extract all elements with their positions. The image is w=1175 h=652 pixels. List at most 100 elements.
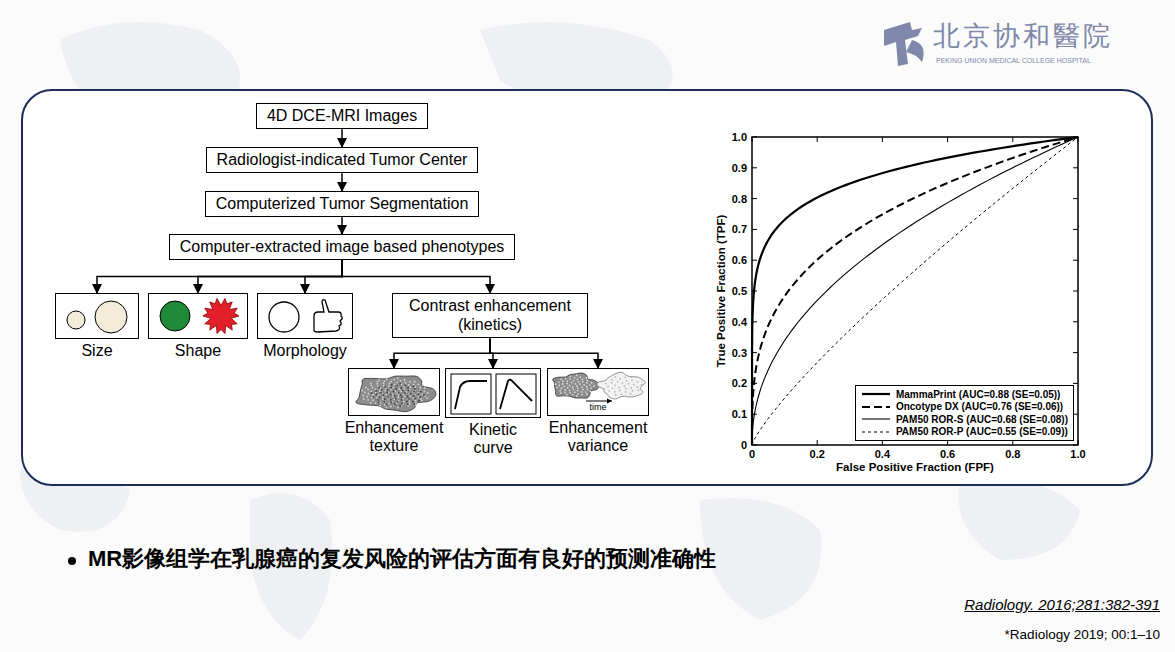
feature-icon-box: Enhancement texture xyxy=(340,368,448,456)
tick-label: 0.8 xyxy=(732,192,747,205)
feature-illustration xyxy=(446,369,542,419)
logo-subtext: PEKING UNION MEDICAL COLLEGE HOSPITAL xyxy=(936,57,1091,65)
feature-icon-box: Shape xyxy=(148,293,248,360)
process-box: Computerized Tumor Segmentation xyxy=(205,191,480,217)
feature-illustration xyxy=(258,294,354,340)
process-box: 4D DCE-MRI Images xyxy=(256,103,428,129)
tick-label: 0.6 xyxy=(732,254,747,267)
legend-text: PAM50 ROR-P (AUC=0.55 (SE=0.09)) xyxy=(896,426,1068,437)
process-box: Radiologist-indicated Tumor Center xyxy=(206,147,479,173)
roc-curve xyxy=(752,137,1078,445)
plot-frame xyxy=(752,137,1078,445)
tick-label: 0 xyxy=(741,439,747,452)
roc-plot xyxy=(752,137,1078,445)
tick-label: 0.9 xyxy=(732,161,747,174)
content-panel xyxy=(22,90,1152,485)
tick-label: 1.0 xyxy=(1070,448,1085,461)
curve-panel xyxy=(451,374,491,414)
icon-frame xyxy=(55,293,139,339)
flow-arrow xyxy=(341,173,343,191)
feature-icon-box: Kinetic curve xyxy=(445,368,541,458)
early-lesion xyxy=(553,373,599,398)
flow-arrow xyxy=(97,260,342,293)
legend-entry: Oncotype DX (AUC=0.76 (SE=0.06)) xyxy=(861,401,1068,414)
feature-caption: Enhancement variance xyxy=(544,419,652,456)
feature-caption: Size xyxy=(52,342,142,360)
legend-line-sample xyxy=(861,390,891,398)
process-box: Contrast enhancement (kinetics) xyxy=(392,293,588,338)
flow-arrow xyxy=(341,217,343,234)
smooth-outline xyxy=(269,302,299,332)
legend-line-sample xyxy=(861,428,891,436)
box-text: Radiologist-indicated Tumor Center xyxy=(217,150,468,169)
flow-arrow xyxy=(341,129,343,147)
tick-label: 0.6 xyxy=(940,448,955,461)
curve-panel xyxy=(496,374,536,414)
washout-curve xyxy=(500,380,532,409)
box-text: Computer-extracted image based phenotype… xyxy=(180,237,505,256)
reference: Radiology. 2016;281:382-391 xyxy=(964,596,1160,613)
tick-label: 0.2 xyxy=(732,377,747,390)
tick-label: 0.5 xyxy=(732,285,747,298)
roc-curve xyxy=(752,137,1078,445)
flow-arrow xyxy=(490,338,598,368)
feature-illustration xyxy=(56,294,140,340)
time-arrowhead xyxy=(607,399,612,404)
feature-caption: Kinetic curve xyxy=(458,421,528,458)
tick-label: 1.0 xyxy=(732,131,747,144)
tick-label: 0.2 xyxy=(810,448,825,461)
legend-text: Oncotype DX (AUC=0.76 (SE=0.06)) xyxy=(896,401,1063,412)
feature-illustration xyxy=(149,294,249,340)
large-circle xyxy=(95,301,127,333)
legend-entry: PAM50 ROR-S (AUC=0.68 (SE=0.08)) xyxy=(861,413,1068,426)
textured-lesion xyxy=(356,376,436,412)
legend-line-sample xyxy=(861,403,891,411)
icon-frame: time xyxy=(547,368,649,416)
bullet-text: MR影像组学在乳腺癌的复发风险的评估方面有良好的预测准确性 xyxy=(88,546,716,571)
process-box: Computer-extracted image based phenotype… xyxy=(169,234,516,260)
icon-frame xyxy=(348,368,440,416)
icon-frame xyxy=(148,293,248,339)
legend-text: MammaPrint (AUC=0.88 (SE=0.05)) xyxy=(896,389,1061,400)
bullet-dot xyxy=(68,557,76,565)
roc-curve xyxy=(752,137,1078,445)
logo-text: 北京协和醫院 xyxy=(933,20,1113,51)
irregular-outline xyxy=(314,300,342,332)
tick-label: 0.4 xyxy=(732,315,747,328)
legend-entry: PAM50 ROR-P (AUC=0.55 (SE=0.09)) xyxy=(861,426,1068,439)
feature-caption: Morphology xyxy=(250,342,360,360)
flow-arrow xyxy=(394,338,490,368)
feature-icon-box: Size xyxy=(52,293,142,360)
feature-caption: Shape xyxy=(148,342,248,360)
feature-icon-box: timeEnhancement variance xyxy=(544,368,652,456)
reference: *Radiology 2019; 00:1–10 xyxy=(1005,627,1160,643)
flow-arrow xyxy=(305,260,342,293)
axis-title: True Positive Fraction (TPF) xyxy=(715,215,728,368)
flow-arrow xyxy=(198,260,342,293)
tick-label: 0.3 xyxy=(732,346,747,359)
tick-label: 0.8 xyxy=(1005,448,1020,461)
tick-label: 0 xyxy=(749,448,755,461)
box-text: Computerized Tumor Segmentation xyxy=(216,194,469,213)
hospital-logo xyxy=(884,22,924,66)
roc-curve xyxy=(752,137,1078,445)
box-text: Contrast enhancement (kinetics) xyxy=(403,296,577,334)
chart-legend: MammaPrint (AUC=0.88 (SE=0.05))Oncotype … xyxy=(855,385,1074,441)
tick-label: 0.7 xyxy=(732,223,747,236)
axis-note: time xyxy=(548,403,648,412)
legend-entry: MammaPrint (AUC=0.88 (SE=0.05)) xyxy=(861,388,1068,401)
box-text: 4D DCE-MRI Images xyxy=(267,106,417,125)
feature-illustration xyxy=(349,369,441,417)
flow-arrow xyxy=(342,260,490,293)
late-lesion xyxy=(597,372,645,399)
axis-title: False Positive Fraction (FPF) xyxy=(836,461,994,474)
spiky-shape xyxy=(203,298,239,333)
icon-frame xyxy=(445,368,541,418)
icon-frame xyxy=(257,293,353,339)
tick-label: 0.1 xyxy=(732,408,747,421)
small-circle xyxy=(67,311,85,329)
plateau-curve xyxy=(455,381,487,409)
legend-text: PAM50 ROR-S (AUC=0.68 (SE=0.08)) xyxy=(896,414,1068,425)
feature-icon-box: Morphology xyxy=(250,293,360,360)
